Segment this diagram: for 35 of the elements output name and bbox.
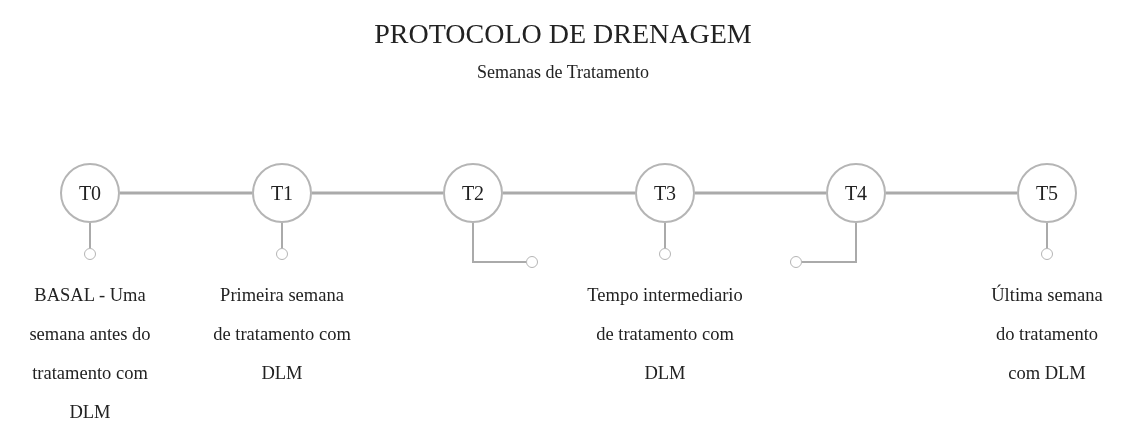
connector-line	[1046, 222, 1048, 249]
connector-line	[801, 222, 857, 263]
timeline-line	[503, 191, 635, 195]
small-circle	[1041, 248, 1053, 260]
milestone-circle	[60, 163, 120, 223]
milestone-circle	[635, 163, 695, 223]
milestone-label: T0	[78, 181, 102, 205]
small-circle	[659, 248, 671, 260]
milestone-circle	[826, 163, 886, 223]
connector-line	[472, 222, 527, 263]
milestone-label: T2	[461, 181, 485, 205]
milestone-label: T3	[653, 181, 677, 205]
title: PROTOCOLO DE DRENAGEM	[373, 18, 753, 50]
timeline-line	[886, 191, 1017, 195]
description-text: Primeira semana de tratamento com DLM	[212, 284, 352, 385]
description-text: Tempo intermediario de tratamento com DLM	[586, 284, 744, 385]
milestone-label: T5	[1035, 181, 1059, 205]
description-text: Última semana do tratamento com DLM	[990, 283, 1104, 385]
milestone-circle	[1017, 163, 1077, 223]
milestone-label: T1	[270, 181, 294, 205]
milestone-circle	[443, 163, 503, 223]
milestone-label: T4	[844, 181, 868, 205]
timeline-line	[312, 191, 443, 195]
connector-line	[664, 222, 666, 249]
milestone-circle	[252, 163, 312, 223]
small-circle	[276, 248, 288, 260]
small-circle	[526, 256, 538, 268]
small-circle	[790, 256, 802, 268]
description-text: BASAL - Uma semana antes do tratamento com DLM	[28, 284, 152, 424]
timeline-line	[695, 191, 826, 195]
small-circle	[84, 248, 96, 260]
connector-line	[89, 222, 91, 249]
subtitle: Semanas de Tratamento	[476, 62, 650, 83]
timeline-line	[120, 191, 252, 195]
connector-line	[281, 222, 283, 249]
